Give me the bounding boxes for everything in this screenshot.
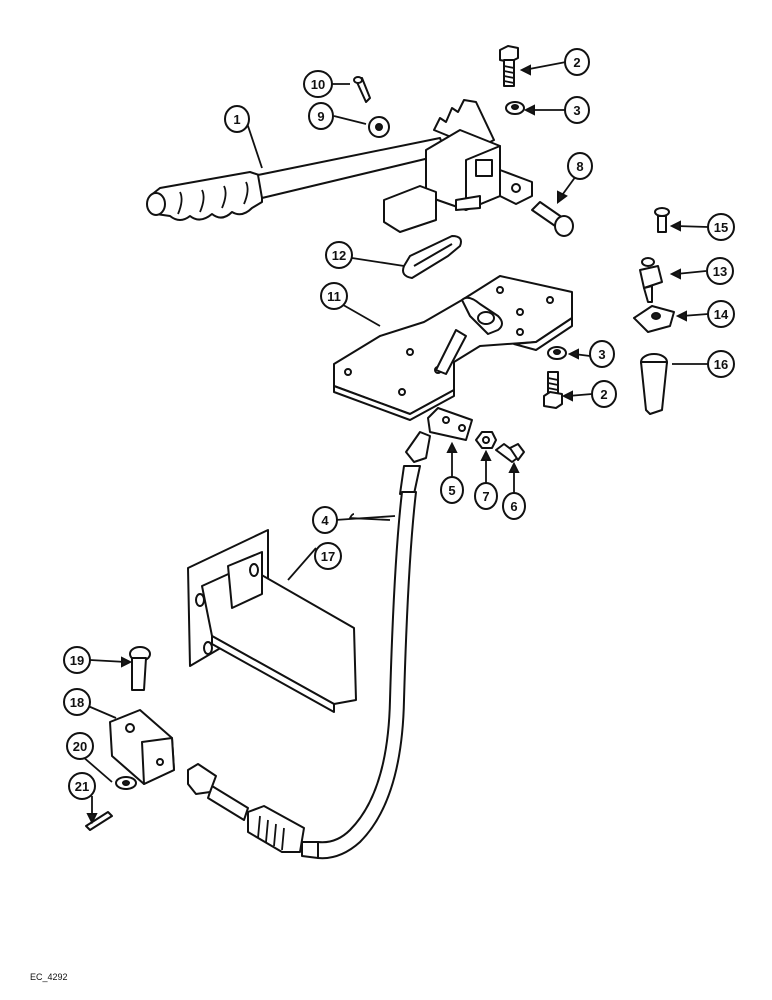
callout-13-label: 13 [713, 264, 727, 279]
callout-3-top-label: 3 [573, 103, 580, 118]
callout-10-label: 10 [311, 77, 325, 92]
clevis-pin-19 [129, 646, 151, 691]
callout-2-middle-label: 2 [600, 387, 607, 402]
hand-brake-lever [146, 99, 533, 233]
callout-21: 21 [68, 772, 96, 800]
callout-14-label: 14 [714, 307, 729, 322]
callout-20: 20 [66, 732, 94, 760]
bolt-2-middle [543, 371, 563, 409]
screw-15 [654, 207, 670, 233]
callout-4: 4 [312, 506, 338, 534]
callout-1: 1 [224, 105, 250, 133]
callout-15-label: 15 [714, 220, 728, 235]
callout-19-label: 19 [70, 653, 84, 668]
bracket-14 [633, 305, 675, 333]
callout-21-label: 21 [75, 779, 89, 794]
callout-5-label: 5 [448, 483, 455, 498]
callout-19: 19 [63, 646, 91, 674]
callout-17: 17 [314, 542, 342, 570]
clevis-pin-8 [531, 201, 574, 237]
callout-7-label: 7 [482, 489, 489, 504]
bolt-6 [495, 443, 525, 463]
bolt-2-top [499, 45, 519, 87]
callout-3-middle: 3 [589, 340, 615, 368]
callout-7: 7 [474, 482, 498, 510]
callout-4-label: 4 [321, 513, 329, 528]
cap-16 [640, 353, 668, 415]
callout-18: 18 [63, 688, 91, 716]
callout-9: 9 [308, 102, 334, 130]
callout-6: 6 [502, 492, 526, 520]
callout-13: 13 [706, 257, 734, 285]
callout-2-middle: 2 [591, 380, 617, 408]
callout-10: 10 [303, 70, 333, 98]
callout-18-label: 18 [70, 695, 84, 710]
leader-lines [81, 61, 709, 825]
switch-13 [639, 257, 663, 303]
callout-9-label: 9 [317, 109, 324, 124]
callout-11: 11 [320, 282, 348, 310]
callout-12: 12 [325, 241, 353, 269]
callout-8-label: 8 [576, 159, 583, 174]
callout-12-label: 12 [332, 248, 346, 263]
callout-16-label: 16 [714, 357, 728, 372]
nut-7 [475, 431, 497, 449]
callout-6-label: 6 [510, 499, 517, 514]
callouts: 1 2 2 3 3 4 5 6 7 8 9 10 11 12 13 14 15 … [63, 48, 735, 800]
callout-3-top: 3 [564, 96, 590, 124]
callout-14: 14 [707, 300, 735, 328]
callout-2-top: 2 [564, 48, 590, 76]
callout-2-top-label: 2 [573, 55, 580, 70]
callout-1-label: 1 [233, 112, 240, 127]
gaiter-12 [402, 235, 462, 279]
callout-5: 5 [440, 476, 464, 504]
callout-3-middle-label: 3 [598, 347, 605, 362]
callout-8: 8 [567, 152, 593, 180]
brake-cable-4 [187, 431, 431, 860]
callout-16: 16 [707, 350, 735, 378]
clevis-18 [109, 709, 175, 785]
cable-clamp-5 [427, 407, 473, 441]
support-bracket-17 [187, 529, 357, 713]
drawing-code: EC_4292 [30, 972, 68, 982]
callout-17-label: 17 [321, 549, 335, 564]
callout-20-label: 20 [73, 739, 87, 754]
callout-11-label: 11 [327, 289, 341, 304]
split-pin-21 [85, 811, 113, 831]
callout-15: 15 [707, 213, 735, 241]
